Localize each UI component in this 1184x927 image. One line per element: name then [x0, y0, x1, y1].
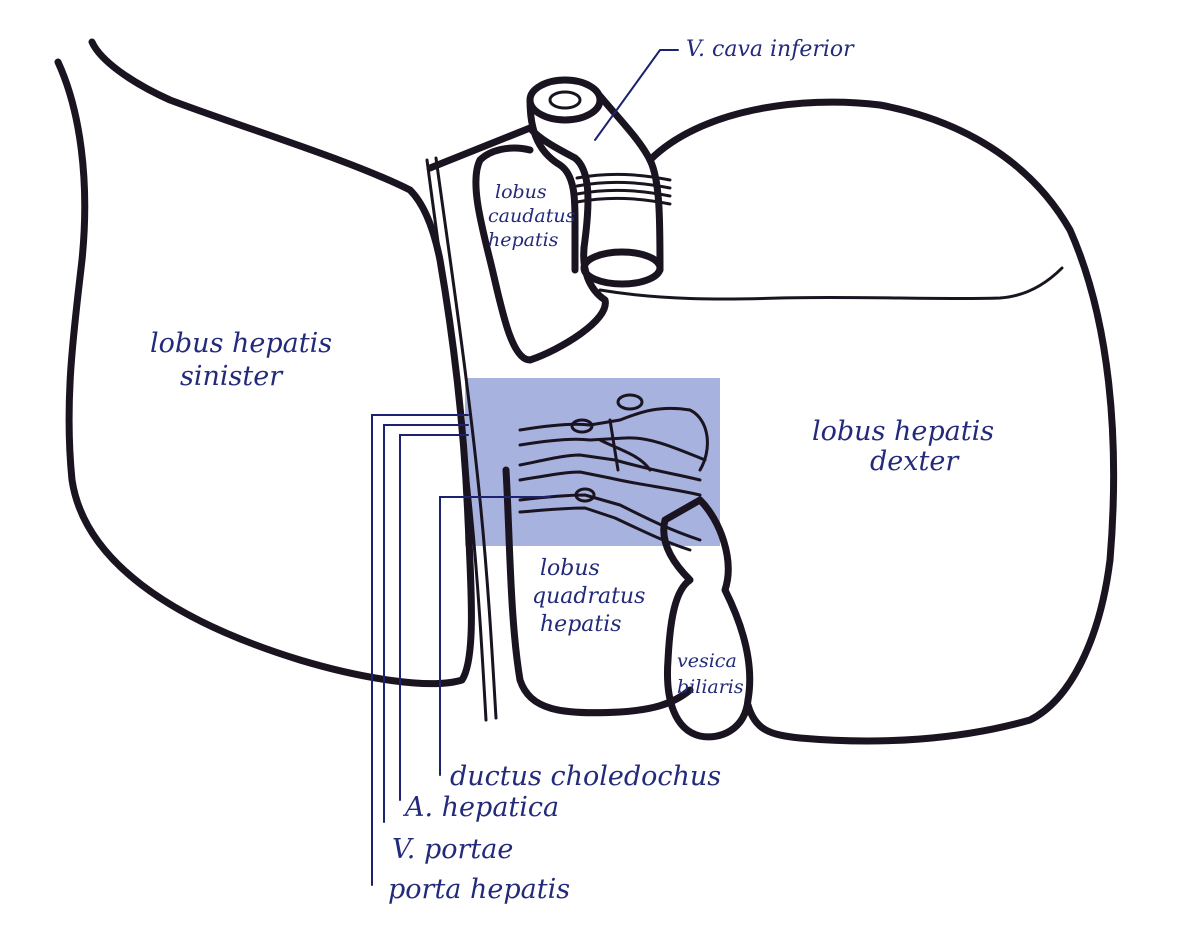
- vena-cava-bottom-opening: [580, 248, 664, 288]
- bare-area-line: [598, 266, 1064, 301]
- falciform-line-2: [434, 156, 498, 720]
- hepatic-artery-opening: [570, 418, 594, 434]
- bile-duct-leader: [439, 496, 551, 776]
- caudate-lobe-outline: [426, 124, 609, 364]
- porta-leader-outer: [371, 414, 469, 886]
- bile-duct-opening: [574, 487, 596, 503]
- right-lobe-label-line2: dexter: [870, 446, 960, 477]
- vena-cava-ligament: [575, 172, 672, 206]
- right-lobe-outline: [646, 98, 1118, 745]
- left-lobe-label-line2: sinister: [180, 361, 284, 392]
- bile-duct-label: ductus choledochus: [450, 761, 721, 792]
- quadrate-label-line1: lobus: [540, 556, 600, 581]
- quadrate-label-line2: quadratus: [532, 584, 645, 609]
- vena-cava-top-inner: [548, 90, 582, 110]
- hepatic-artery-leader: [399, 434, 469, 801]
- gallbladder-label-line2: biliaris: [677, 676, 744, 698]
- portal-vein-leader: [383, 424, 469, 823]
- vena-cava-label: V. cava inferior: [686, 37, 855, 62]
- vessel-branch: [598, 418, 652, 472]
- porta-hepatis-shading: [465, 378, 720, 546]
- caudate-label-line2: caudatus: [488, 205, 576, 227]
- vena-cava-leader: [594, 49, 679, 141]
- left-lobe-outline: [54, 38, 475, 688]
- caudate-label-line1: lobus: [495, 181, 547, 203]
- right-lobe-label-line1: lobus hepatis: [812, 416, 994, 447]
- gallbladder-label-line1: vesica: [677, 650, 737, 672]
- left-lobe-label-line1: lobus hepatis: [150, 328, 332, 359]
- hepatic-artery-label: A. hepatica: [402, 792, 559, 823]
- porta-hepatis-label: porta hepatis: [388, 874, 570, 905]
- quadrate-label-line3: hepatis: [540, 612, 622, 637]
- vena-cava-top-opening: [526, 76, 604, 124]
- gallbladder-outline: [660, 496, 754, 741]
- porta-vessels-upper: [518, 406, 709, 472]
- quadrate-lobe-outline: [502, 466, 694, 717]
- portal-vein-label: V. portae: [392, 834, 513, 865]
- falciform-line-1: [425, 158, 488, 722]
- portal-vein-opening: [616, 393, 644, 411]
- caudate-label-line3: hepatis: [488, 229, 559, 251]
